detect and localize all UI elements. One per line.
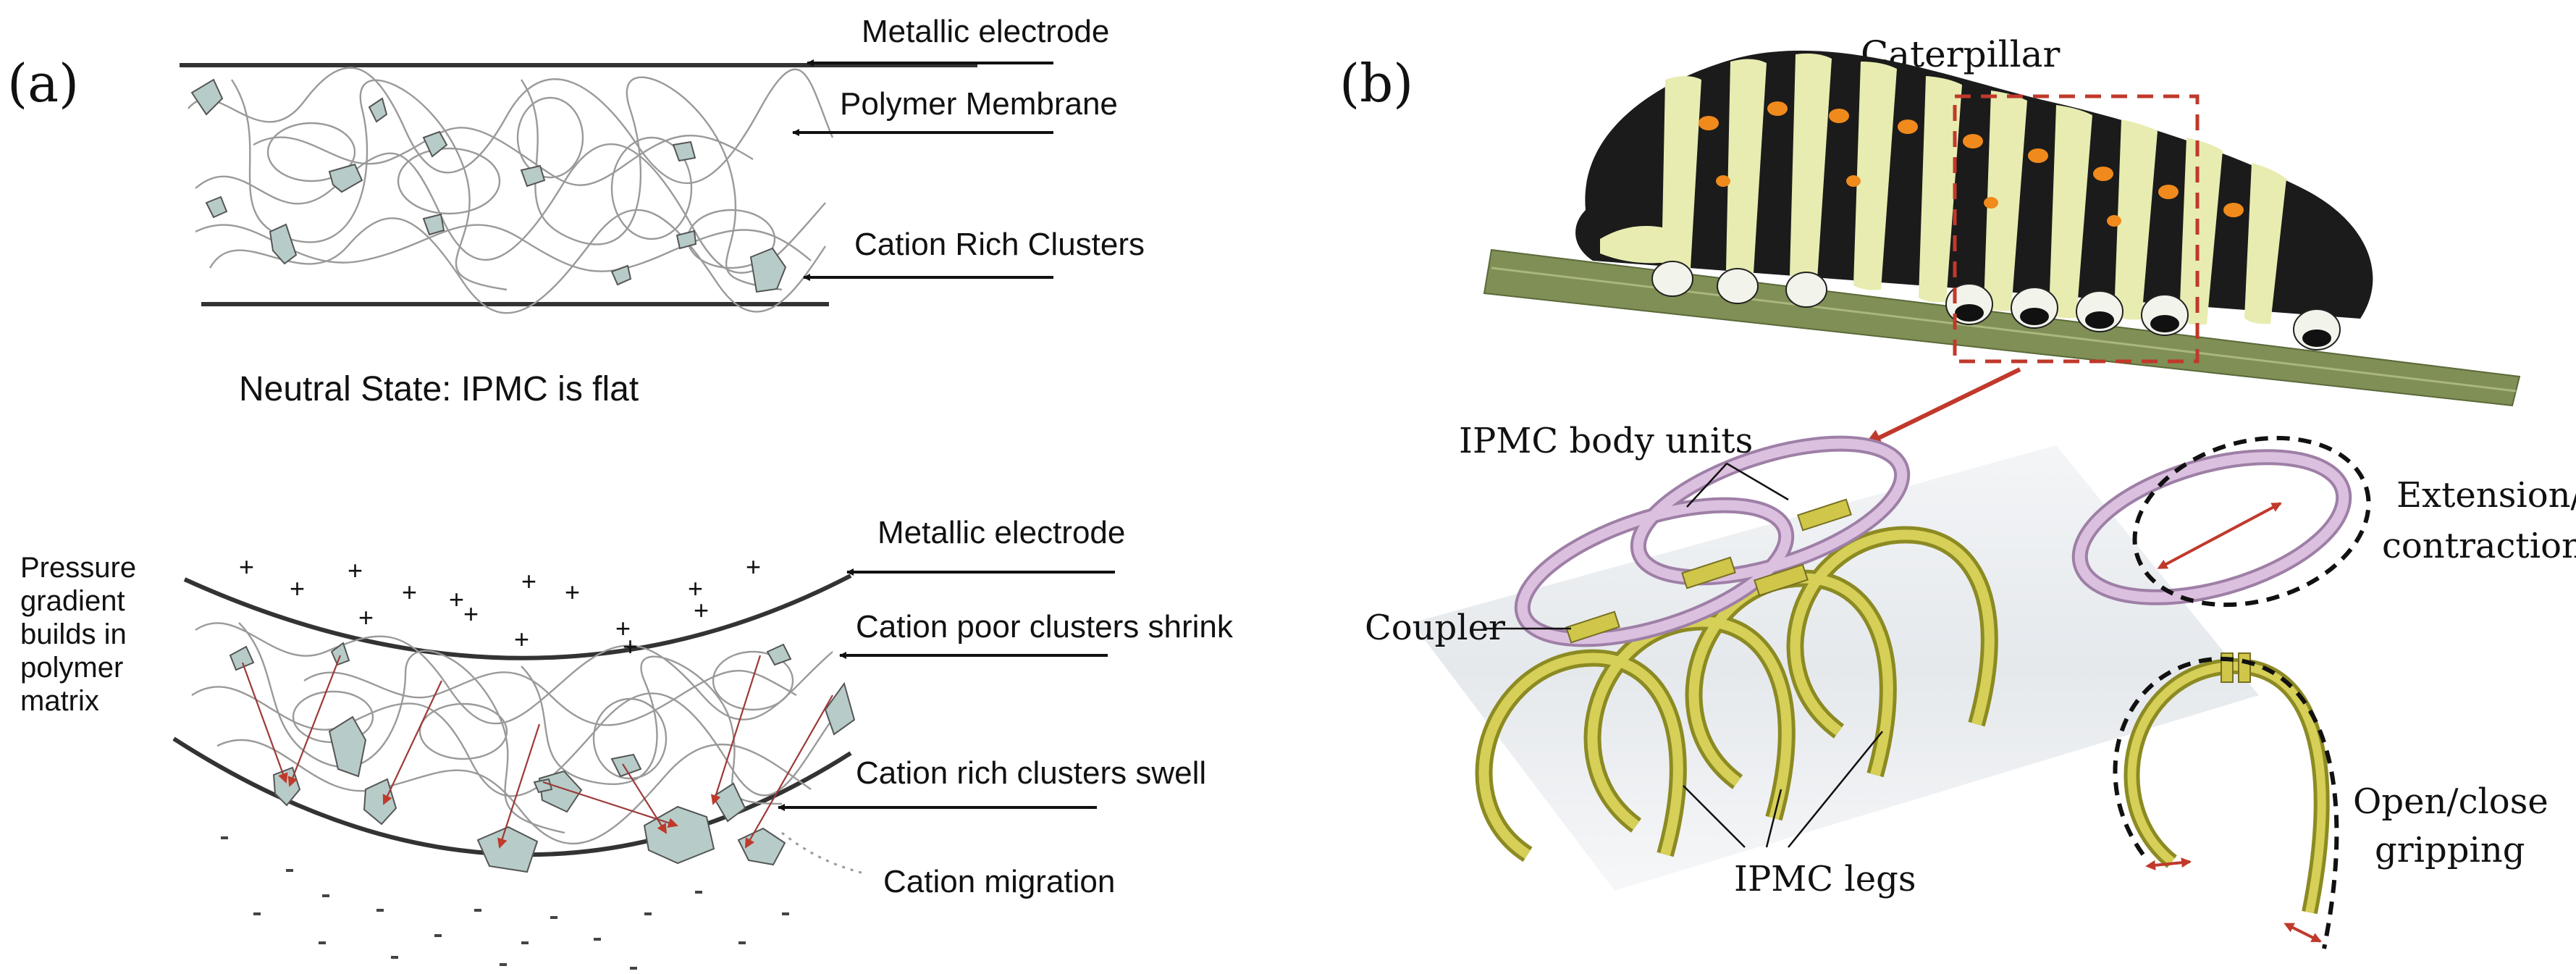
svg-text:gripping: gripping bbox=[2375, 830, 2525, 870]
panel-b-tag: (b) bbox=[1339, 53, 1413, 114]
caterpillar-spots bbox=[1699, 101, 2244, 227]
svg-text:+: + bbox=[565, 577, 580, 607]
positive-charges: +++ +++ +++ +++ +++ bbox=[239, 552, 761, 661]
segment-highlight-box bbox=[1953, 94, 2200, 364]
polymer-chains bbox=[188, 67, 834, 314]
extension-unit bbox=[2071, 435, 2371, 608]
gripping-dashed-outline bbox=[2113, 656, 2339, 949]
svg-text:+: + bbox=[514, 624, 529, 654]
label-coupler: Coupler bbox=[1365, 608, 1505, 648]
migration-arrows bbox=[241, 655, 833, 849]
extension-double-arrow bbox=[2157, 502, 2282, 569]
label-bent-rich: Cation rich clusters swell bbox=[856, 755, 1206, 791]
svg-text:+: + bbox=[746, 552, 761, 582]
label-legs: IPMC legs bbox=[1734, 859, 1916, 899]
label-neutral-membrane: Polymer Membrane bbox=[840, 86, 1118, 122]
gripping-arrow-left bbox=[2145, 857, 2192, 870]
svg-text:+: + bbox=[694, 595, 709, 625]
label-neutral-electrode: Metallic electrode bbox=[862, 14, 1109, 49]
label-bent-poor: Cation poor clusters shrink bbox=[856, 609, 1234, 645]
pressure-side-note: Pressure gradient builds in polymer matr… bbox=[20, 552, 136, 717]
couplers bbox=[1565, 498, 1852, 644]
bent-polymer-chains bbox=[191, 622, 841, 845]
swelling-clusters bbox=[229, 642, 856, 873]
bent-top-electrode bbox=[183, 574, 852, 660]
svg-text:+: + bbox=[348, 555, 363, 585]
ipmc-body-units-face bbox=[1517, 438, 1908, 645]
bent-labels: Metallic electrode Cation poor clusters … bbox=[20, 515, 1234, 899]
zoom-arrow bbox=[1864, 367, 2021, 446]
caterpillar-stripes bbox=[1600, 53, 2286, 325]
svg-text:+: + bbox=[688, 574, 703, 603]
svg-text:Pressure: Pressure bbox=[20, 552, 136, 584]
gripping-unit bbox=[2113, 652, 2339, 949]
label-extension: Extension/ contraction bbox=[2382, 475, 2576, 566]
svg-text:+: + bbox=[449, 584, 464, 614]
extension-dashed-outline bbox=[2132, 435, 2371, 608]
svg-text:Extension/: Extension/ bbox=[2396, 475, 2576, 516]
negative-charges bbox=[221, 836, 789, 970]
svg-text:+: + bbox=[615, 613, 631, 643]
label-bent-migration: Cation migration bbox=[883, 864, 1115, 899]
svg-text:matrix: matrix bbox=[20, 685, 99, 717]
svg-text:+: + bbox=[463, 599, 479, 629]
svg-text:+: + bbox=[239, 552, 254, 582]
cation-rich-clusters bbox=[190, 78, 787, 293]
label-neutral-clusters: Cation Rich Clusters bbox=[854, 227, 1145, 262]
svg-text:builds in: builds in bbox=[20, 618, 127, 650]
svg-text:+: + bbox=[358, 603, 374, 632]
svg-text:polymer: polymer bbox=[20, 652, 123, 684]
svg-text:gradient: gradient bbox=[20, 585, 125, 617]
tube-substrate bbox=[1412, 445, 2259, 891]
bent-membrane: +++ +++ +++ +++ +++ bbox=[172, 552, 862, 970]
caterpillar bbox=[1575, 50, 2373, 350]
svg-text:+: + bbox=[521, 566, 536, 596]
neutral-membrane bbox=[180, 63, 977, 314]
neutral-caption: Neutral State: IPMC is flat bbox=[239, 370, 639, 408]
migration-dotted-line bbox=[781, 831, 862, 874]
svg-text:+: + bbox=[623, 631, 638, 661]
caterpillar-body bbox=[1575, 50, 2373, 319]
svg-text:+: + bbox=[402, 577, 417, 607]
panel-a: (a) bbox=[7, 14, 1234, 970]
label-body-units: IPMC body units bbox=[1459, 421, 1753, 461]
gripping-arrow-right bbox=[2284, 923, 2322, 943]
panel-b: (b) Caterpillar bbox=[1339, 33, 2576, 949]
label-gripping: Open/close gripping bbox=[2353, 781, 2548, 870]
label-bent-electrode: Metallic electrode bbox=[877, 515, 1125, 550]
svg-text:+: + bbox=[290, 574, 305, 603]
svg-text:Open/close: Open/close bbox=[2353, 781, 2548, 822]
leader-lines bbox=[1484, 462, 1883, 848]
neutral-labels: Metallic electrode Polymer Membrane Cati… bbox=[239, 14, 1145, 408]
caterpillar-feet bbox=[1955, 304, 2331, 347]
panel-a-tag: (a) bbox=[7, 53, 79, 114]
ipmc-robot bbox=[1475, 435, 1998, 862]
svg-text:contraction: contraction bbox=[2382, 526, 2576, 566]
